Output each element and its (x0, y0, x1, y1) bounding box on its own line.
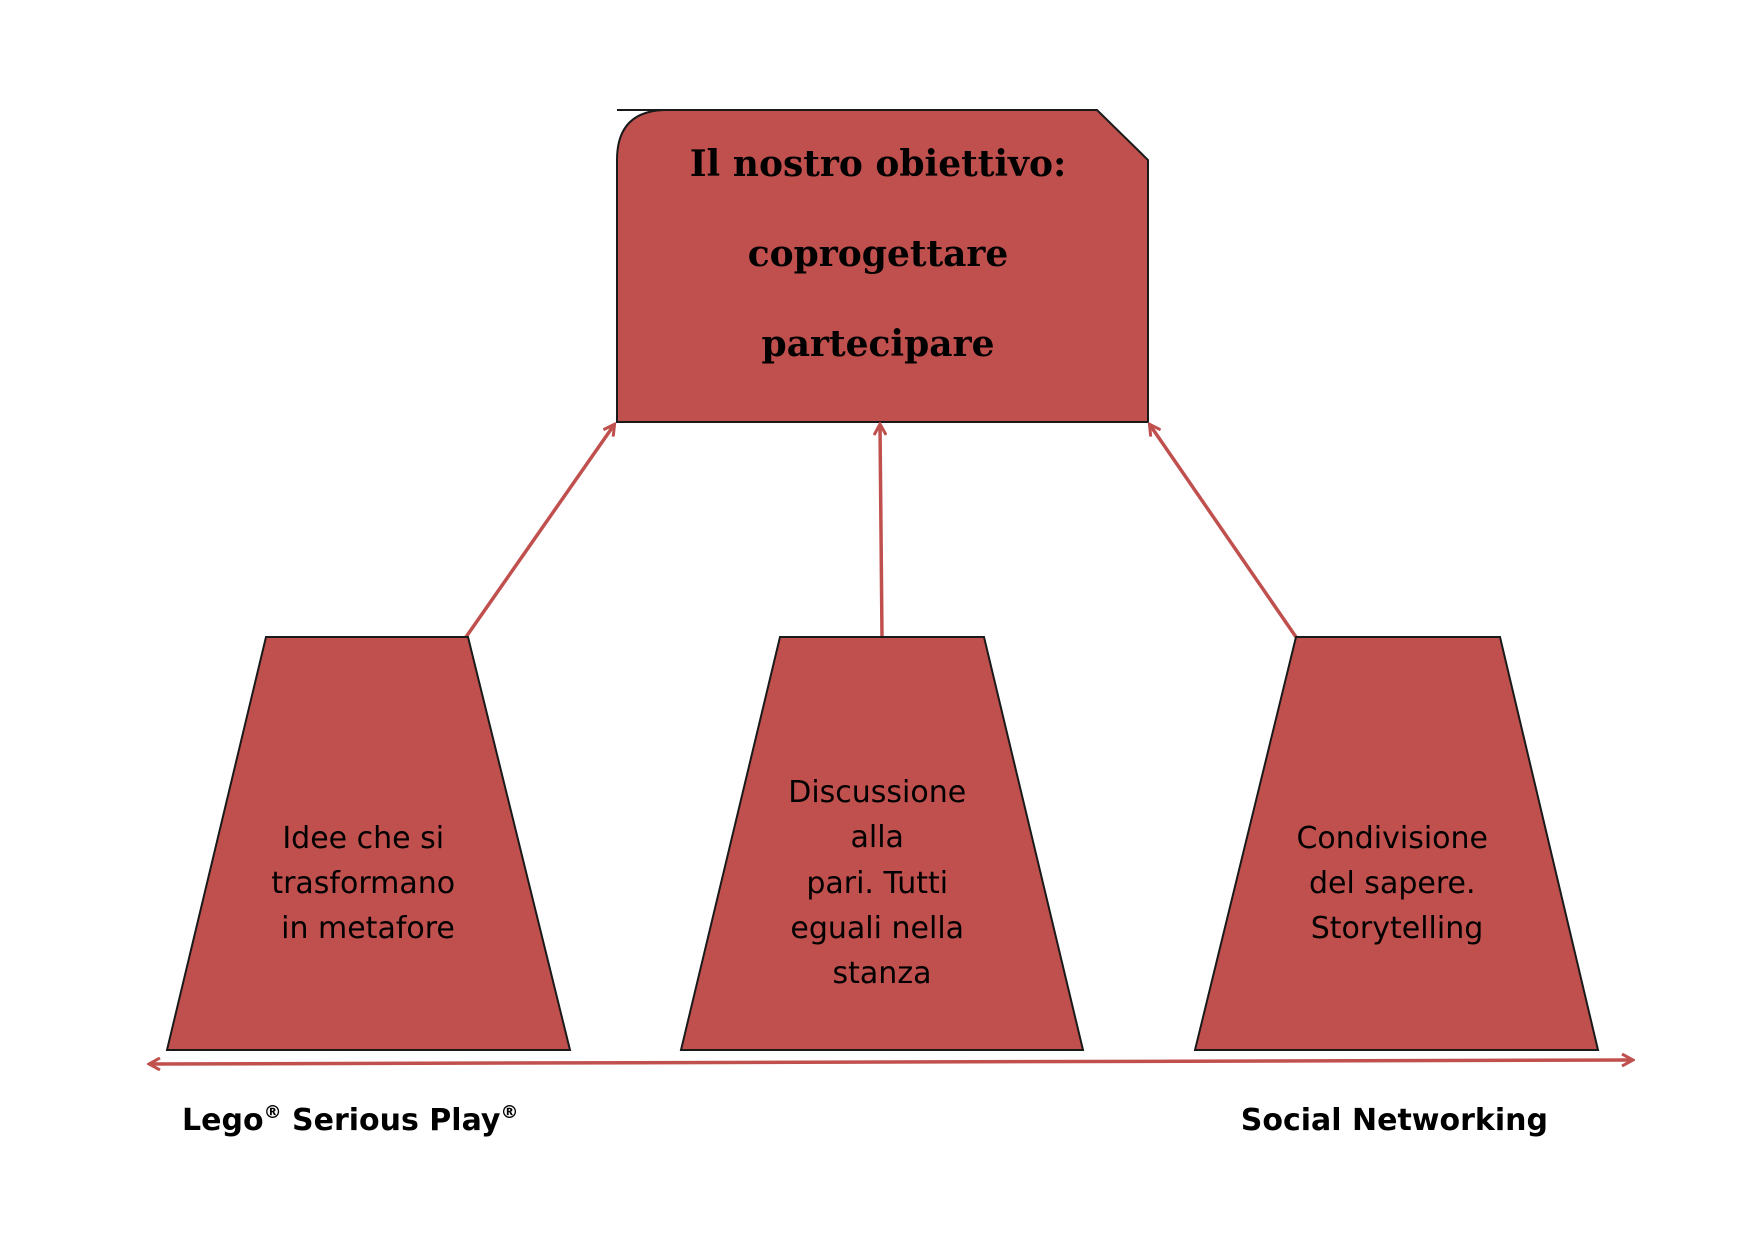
arrow-left-to-goal (464, 425, 614, 639)
pillar-left-text: Idee che si trasformano in metafore (271, 821, 464, 946)
arrow-right-to-goal (1150, 425, 1298, 638)
goal-title: Il nostro obiettivo: (690, 143, 1067, 185)
pillar-trapezoid-right (1193, 636, 1600, 1051)
pillar-trapezoid-center (679, 636, 1085, 1051)
axis-double-arrow (150, 1060, 1632, 1064)
pillar-right-text: Condivisione del sapere. Storytelling (1296, 821, 1497, 946)
goal-line-coprogettare: coprogettare (748, 233, 1009, 275)
axis-label-left: Lego® Serious Play® (182, 1102, 518, 1138)
goal-line-partecipare: partecipare (762, 323, 995, 365)
axis-label-right: Social Networking (1241, 1103, 1548, 1138)
pillar-center-text: Discussione alla pari. Tutti eguali nell… (788, 775, 976, 991)
arrow-center-to-goal (880, 425, 882, 638)
pillar-trapezoid-left (165, 636, 572, 1051)
